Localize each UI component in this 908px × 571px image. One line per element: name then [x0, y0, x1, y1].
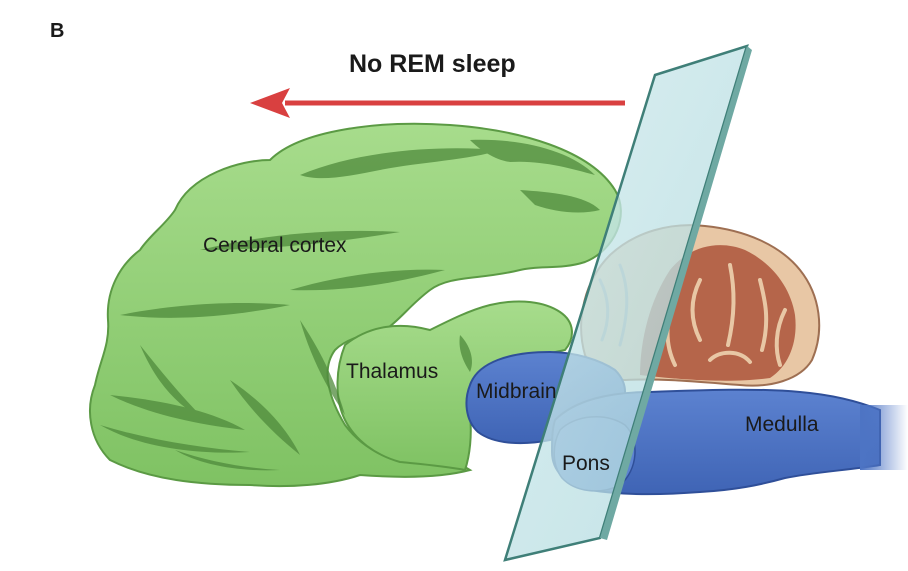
cerebral-cortex-shape — [89, 122, 622, 488]
label-pons: Pons — [562, 452, 610, 475]
label-thalamus: Thalamus — [346, 360, 439, 383]
label-medulla: Medulla — [745, 413, 819, 436]
left-arrow-icon — [250, 88, 625, 118]
panel-letter: B — [50, 20, 65, 42]
forebrain — [89, 122, 622, 488]
cortex-sulci — [100, 139, 600, 471]
transection-label: No REM sleep — [349, 50, 516, 78]
label-midbrain: Midbrain — [476, 380, 557, 403]
label-cerebral-cortex: Cerebral cortex — [203, 234, 347, 257]
medulla-fade — [860, 405, 908, 470]
transection-plane-icon — [503, 44, 752, 562]
plane-edge — [600, 46, 752, 540]
